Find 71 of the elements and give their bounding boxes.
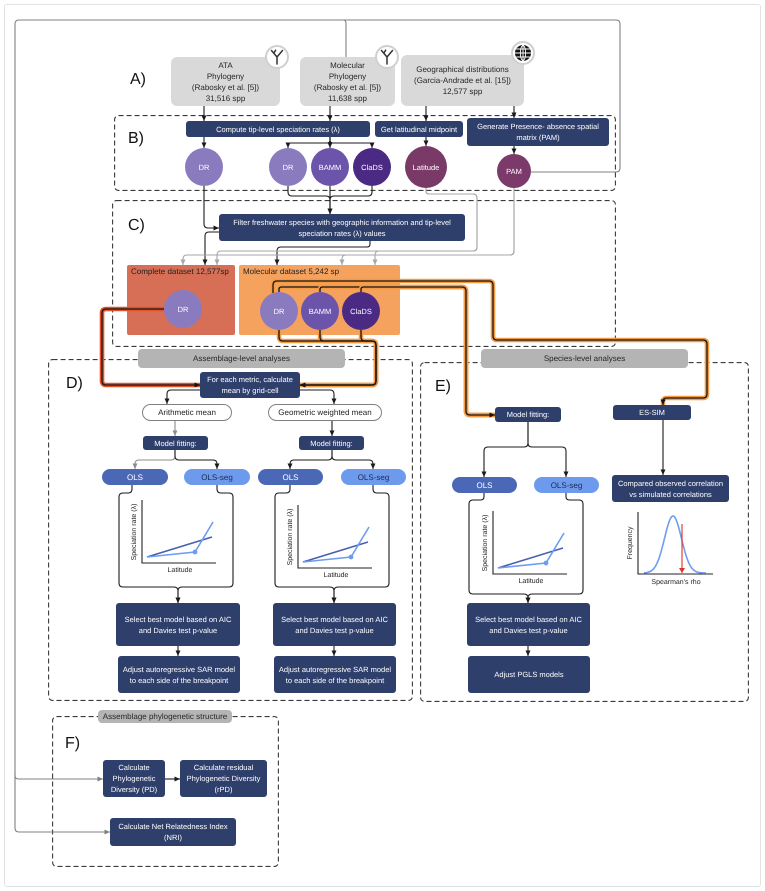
arrow	[274, 241, 371, 265]
dataset-box	[127, 265, 235, 335]
arrow	[174, 450, 220, 469]
arrow	[424, 106, 428, 121]
arrow	[203, 186, 219, 230]
arrow	[332, 646, 336, 656]
arrow	[164, 389, 200, 404]
section-header: Assemblage phylogenetic structure	[98, 710, 232, 723]
highlighted-arrow	[276, 330, 378, 388]
arrow	[202, 231, 219, 265]
section-label: D)	[66, 376, 83, 392]
arrow	[424, 137, 428, 146]
arrow	[328, 106, 332, 121]
section-header: Assemblage-level analyses	[138, 349, 345, 368]
highlighted-arrow	[358, 284, 495, 418]
section-header: Species-level analyses	[481, 349, 688, 368]
connector-line	[14, 19, 340, 772]
arrow	[172, 421, 178, 436]
arrow	[165, 776, 180, 782]
outlined-pill: Geometric weighted mean	[268, 404, 382, 421]
arrow	[512, 146, 516, 154]
section-label: E)	[435, 379, 451, 395]
dataset-title: Molecular dataset 5,242 sp	[243, 267, 340, 277]
dataset-title: Complete dataset 12,577sp	[131, 267, 229, 277]
arrow	[202, 137, 206, 148]
species-count: 11,638 spp	[328, 92, 367, 104]
connector-line	[340, 19, 621, 173]
dashed-section-frame	[420, 362, 749, 702]
section-label: A)	[130, 72, 146, 88]
arrow	[332, 485, 390, 603]
source-box	[401, 55, 524, 106]
source-title: Molecular Phylogeny	[328, 60, 368, 82]
source-title: Geographical distributions	[416, 64, 509, 75]
species-count: 12,577 spp	[442, 86, 482, 97]
section-label: B)	[128, 131, 144, 147]
arrow	[527, 422, 568, 477]
model-pill: OLS	[258, 469, 323, 485]
arrow	[526, 493, 584, 603]
section-label: F)	[65, 736, 80, 752]
citation-text: (Rabosky et al. [5])	[192, 82, 260, 92]
highlighted-arrow	[270, 278, 710, 406]
highlighted-arrow	[100, 306, 200, 388]
arrow	[328, 186, 373, 214]
arrow	[512, 106, 516, 118]
model-pill: OLS	[102, 469, 168, 485]
arrow	[660, 420, 666, 475]
outlined-pill: Arithmetic mean	[142, 404, 232, 421]
arrow	[300, 389, 336, 404]
section-label: C)	[128, 218, 145, 234]
arrow	[340, 188, 515, 265]
model-pill: OLS-seg	[341, 469, 406, 485]
source-title: ATA Phylogeny	[206, 60, 246, 82]
arrow	[330, 421, 334, 436]
arrow	[331, 450, 376, 469]
arrow	[372, 188, 478, 265]
species-count: 31,516 spp	[206, 92, 246, 104]
model-pill: OLS	[452, 477, 517, 493]
model-pill: OLS-seg	[534, 477, 599, 493]
source-box	[171, 57, 280, 106]
dashed-section-frame	[112, 200, 616, 347]
arrow	[329, 137, 374, 148]
source-box	[300, 57, 395, 106]
arrow	[14, 772, 110, 834]
citation-text: (Garcia-Andrade et al. [15])	[414, 75, 511, 86]
citation-text: (Rabosky et al. [5])	[314, 82, 382, 92]
arrow	[176, 485, 234, 603]
model-pill: OLS-seg	[184, 469, 250, 485]
dashed-section-frame	[114, 115, 616, 191]
arrow	[526, 646, 530, 656]
arrow	[176, 646, 180, 656]
arrow	[202, 106, 206, 121]
